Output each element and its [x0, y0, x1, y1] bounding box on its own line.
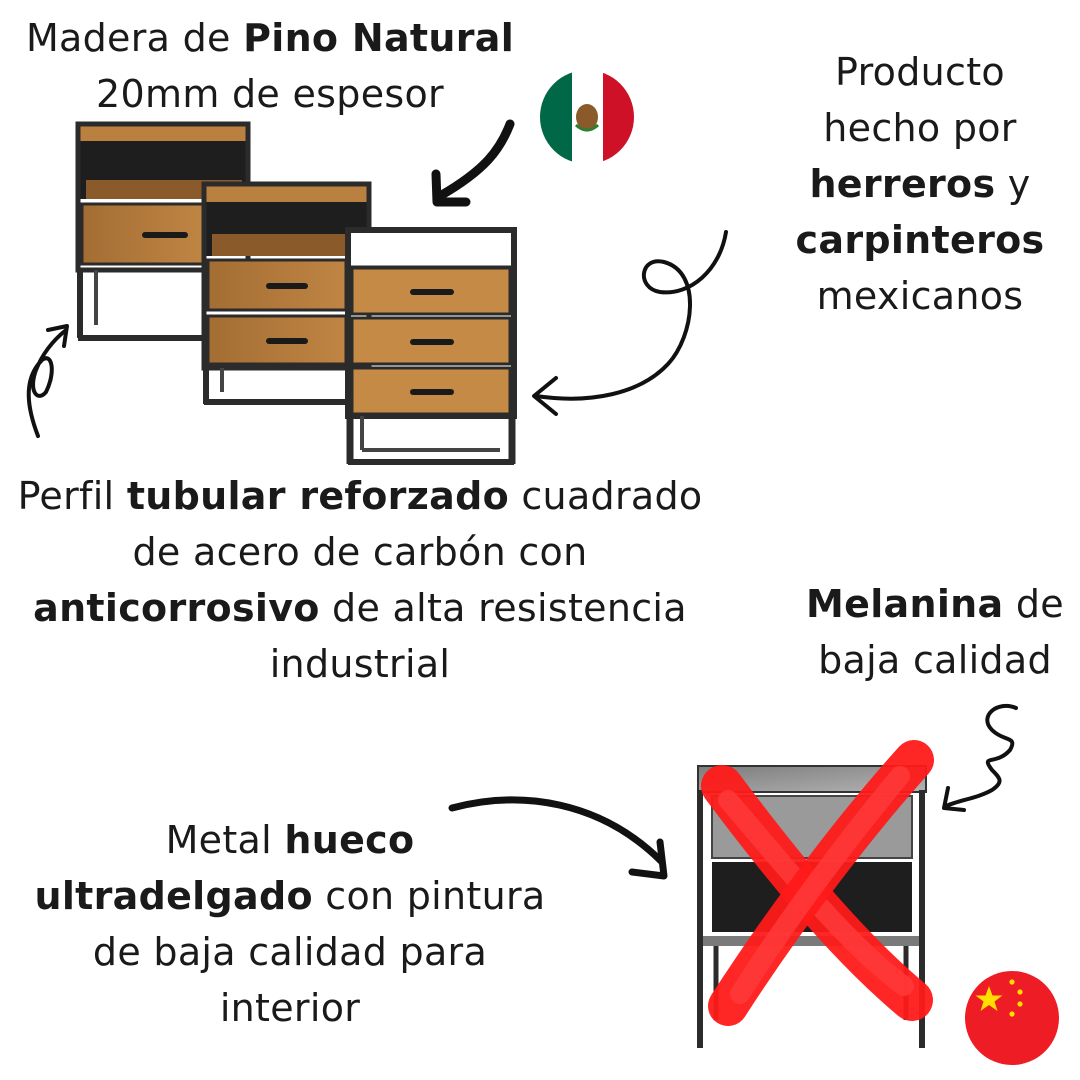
steel-profile-caption: Perfil tubular reforzado cuadrado de ace…	[17, 474, 703, 686]
red-x-icon	[701, 740, 934, 1026]
curly-arrow-right-icon	[534, 230, 728, 401]
arrow-head	[942, 786, 966, 812]
loop-arrow-left-icon	[26, 328, 68, 438]
nightstand-two-drawers	[201, 181, 372, 405]
china-flag-icon	[965, 971, 1059, 1065]
squiggle-arrow-icon	[944, 703, 1018, 808]
hand-drawn-arrow-icon	[435, 119, 515, 201]
pine-wood-caption: Madera de Pino Natural 20mm de espesor	[25, 16, 515, 116]
arrow-head	[46, 324, 69, 348]
curved-arrow-icon	[448, 796, 666, 866]
mexico-flag-icon	[540, 70, 634, 164]
hollow-metal-caption: Metal hueco ultradelgado con pintura de …	[34, 818, 546, 1030]
arrow-head	[532, 376, 558, 416]
arrow-head	[431, 169, 471, 207]
nightstand-three-drawers	[345, 227, 517, 465]
mexican-makers-caption: Producto hecho por herreros y carpintero…	[795, 50, 1045, 318]
pine-highlight: Pino Natural	[243, 16, 515, 60]
melamine-caption: Melanina de baja calidad	[806, 582, 1064, 682]
arrow-head	[628, 838, 668, 880]
